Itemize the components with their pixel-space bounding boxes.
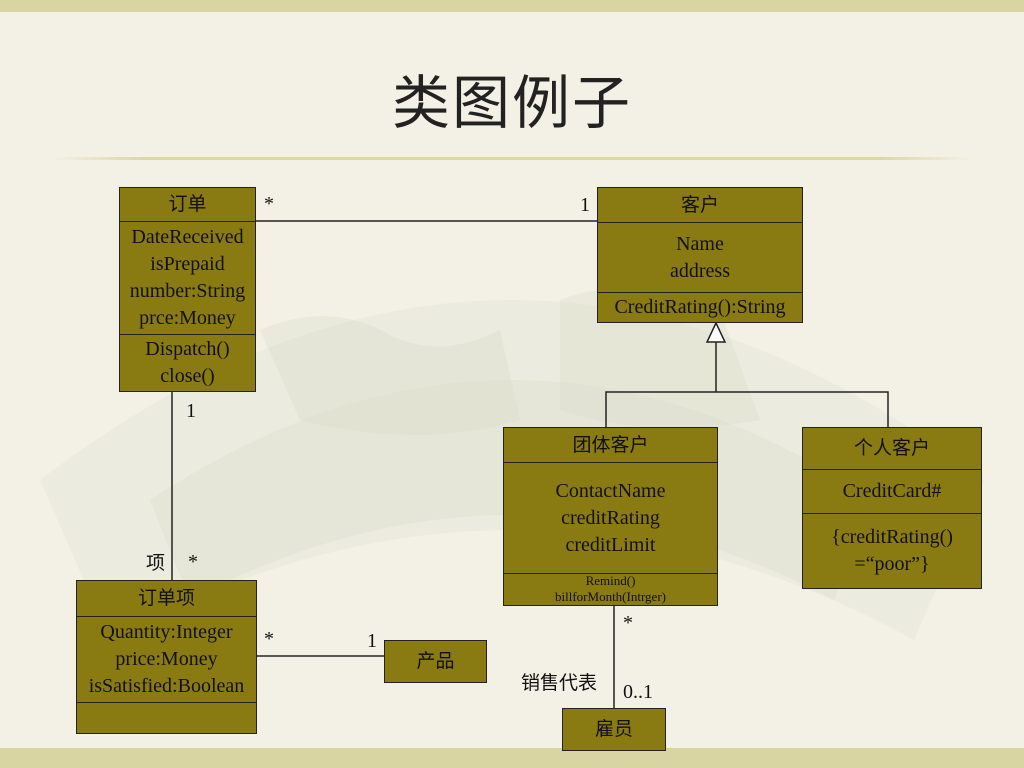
class-product-name: 产品 (385, 641, 486, 681)
bottom-decor-bar (0, 748, 1024, 768)
operation: Dispatch() (145, 337, 230, 360)
class-employee-title: 雇员 (594, 717, 633, 740)
operation: billforMonth(Intrger) (555, 589, 666, 604)
role-sales-rep: 销售代表 (521, 672, 598, 694)
operation: close() (160, 364, 215, 387)
class-corporate-customer-name: 团体客户 (504, 428, 717, 462)
operation: Remind() (585, 573, 636, 588)
class-personal-customer-title: 个人客户 (853, 437, 930, 459)
class-order-line-title: 订单项 (137, 587, 195, 609)
class-order-title: 订单 (168, 193, 207, 215)
generalization-branch (605, 391, 889, 427)
class-customer-operations: CreditRating():String (598, 292, 802, 321)
title-divider (50, 157, 974, 160)
operation: CreditRating():String (614, 295, 786, 318)
class-order-line-name: 订单项 (77, 581, 256, 616)
attribute: address (670, 259, 730, 282)
multiplicity-line-product-many: * (264, 628, 274, 650)
class-employee[interactable]: 雇员 (562, 708, 666, 751)
multiplicity-employee-many: * (623, 612, 633, 634)
attribute: creditRating (561, 506, 660, 529)
class-order-line-attributes: Quantity:Integer price:Money isSatisfied… (77, 616, 256, 702)
constraint: =“poor”} (854, 552, 930, 575)
role-order-line: 项 (146, 552, 166, 574)
class-customer-title: 客户 (680, 193, 719, 216)
class-personal-customer-name: 个人客户 (803, 428, 981, 469)
class-customer-attributes: Name address (598, 222, 802, 292)
attribute: creditLimit (565, 533, 656, 556)
class-corporate-customer-operations: Remind() billforMonth(Intrger) (504, 573, 717, 604)
generalization-arrowhead (705, 321, 727, 343)
attribute: DateReceived (131, 226, 244, 248)
multiplicity-order-one: 1 (186, 400, 196, 422)
class-order-operations: Dispatch() close() (120, 334, 255, 390)
class-order-line[interactable]: 订单项 Quantity:Integer price:Money isSatis… (76, 580, 257, 734)
attribute: price:Money (115, 648, 218, 670)
attribute: isSatisfied:Boolean (88, 675, 245, 697)
class-personal-customer-attributes: CreditCard# (803, 469, 981, 513)
attribute: prce:Money (139, 307, 236, 329)
class-order[interactable]: 订单 DateReceived isPrepaid number:String … (119, 187, 256, 392)
class-product-title: 产品 (416, 649, 455, 672)
multiplicity-customer-one: 1 (580, 194, 590, 216)
class-corporate-customer-title: 团体客户 (572, 433, 649, 456)
multiplicity-order-many: * (264, 193, 274, 215)
attribute: CreditCard# (842, 480, 942, 502)
class-product[interactable]: 产品 (384, 640, 487, 683)
class-employee-name: 雇员 (563, 709, 665, 749)
class-corporate-customer[interactable]: 团体客户 ContactName creditRating creditLimi… (503, 427, 718, 606)
attribute: Name (676, 232, 724, 255)
multiplicity-product-one: 1 (367, 630, 377, 652)
multiplicity-employee-optional: 0..1 (623, 681, 653, 703)
class-customer-name: 客户 (598, 188, 802, 222)
page-title: 类图例子 (391, 69, 632, 137)
class-corporate-customer-attributes: ContactName creditRating creditLimit (504, 462, 717, 573)
constraint: {creditRating() (831, 525, 953, 548)
class-order-name: 订单 (120, 188, 255, 221)
class-personal-customer-constraint: {creditRating() =“poor”} (803, 513, 981, 587)
class-order-line-operations (77, 702, 256, 732)
attribute: Quantity:Integer (100, 621, 233, 643)
top-decor-bar (0, 0, 1024, 12)
class-order-attributes: DateReceived isPrepaid number:String prc… (120, 221, 255, 334)
class-customer[interactable]: 客户 Name address CreditRating():String (597, 187, 803, 323)
attribute: number:String (129, 280, 246, 302)
class-personal-customer[interactable]: 个人客户 CreditCard# {creditRating() =“poor”… (802, 427, 982, 589)
attribute: isPrepaid (150, 253, 225, 275)
attribute: ContactName (555, 479, 666, 502)
multiplicity-order-line-many: * (188, 551, 198, 573)
